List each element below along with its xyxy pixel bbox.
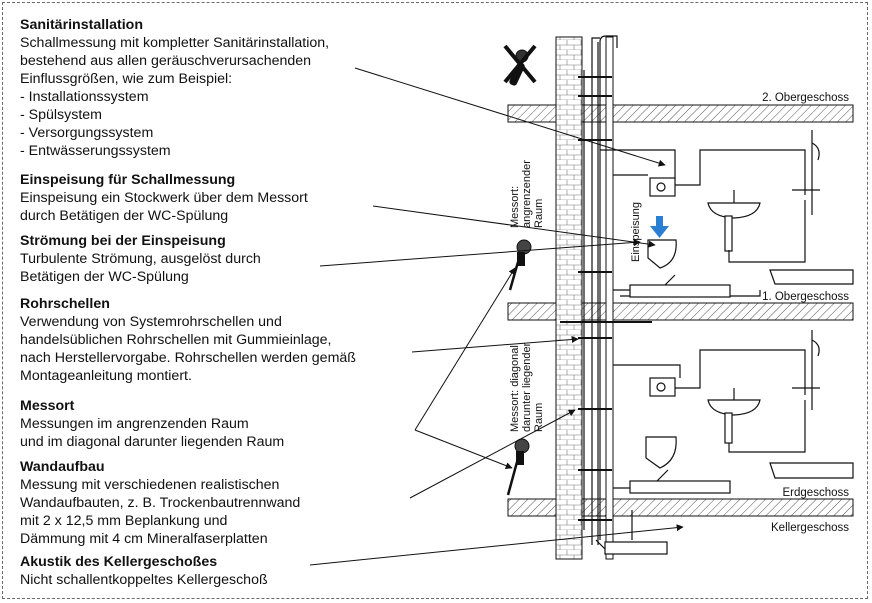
- section-heading: Sanitärinstallation: [20, 17, 143, 33]
- section-heading: Akustik des Kellergeschoßes: [20, 554, 218, 570]
- vertical-label-line: Messort: diagonal: [509, 345, 521, 432]
- section-line: Turbulente Strömung, ausgelöst durch: [20, 251, 261, 267]
- section-line: nach Herstellervorgabe. Rohrschellen wer…: [20, 350, 356, 366]
- section-line: Messung mit verschiedenen realistischen: [20, 477, 280, 493]
- microphone-crossed-icon: [503, 44, 537, 86]
- section-line: Einspeisung ein Stockwerk über dem Messo…: [20, 190, 308, 206]
- section-line: und im diagonal darunter liegenden Raum: [20, 434, 285, 450]
- drywall-panel: [605, 36, 614, 560]
- section-line: mit 2 x 12,5 mm Beplankung und: [20, 513, 228, 529]
- label-messort-angrenzend: Messort: angrenzender Raum: [509, 160, 545, 228]
- section-line: Montageanleitung montiert.: [20, 368, 192, 384]
- floor-label-og2: 2. Obergeschoss: [762, 92, 849, 104]
- blue-down-arrow-icon: [650, 216, 669, 238]
- lower-fixtures: [613, 330, 854, 494]
- section-akustik: Akustik des Kellergeschoßes Nicht schall…: [20, 553, 268, 589]
- section-wandaufbau: Wandaufbau Messung mit verschiedenen rea…: [20, 458, 300, 548]
- section-heading: Strömung bei der Einspeisung: [20, 233, 226, 249]
- floor-label-kg: Kellergeschoss: [771, 522, 849, 534]
- vertical-label-line: angrenzender: [521, 160, 533, 228]
- section-line: Dämmung mit 4 cm Mineralfaserplatten: [20, 531, 268, 547]
- floor-label-eg: Erdgeschoss: [783, 487, 850, 499]
- section-stroemung: Strömung bei der Einspeisung Turbulente …: [20, 232, 261, 286]
- section-sanitaerinstallation: Sanitärinstallation Schallmessung mit ko…: [20, 16, 329, 160]
- floor-label-og1: 1. Obergeschoss: [762, 291, 849, 303]
- section-line: - Entwässerungssystem: [20, 143, 171, 159]
- section-line: durch Betätigen der WC-Spülung: [20, 208, 229, 224]
- vertical-label-line: Raum: [533, 403, 545, 432]
- section-line: - Versorgungssystem: [20, 125, 154, 141]
- section-line: Verwendung von Systemrohrschellen und: [20, 314, 282, 330]
- vertical-label-line: Raum: [533, 199, 545, 228]
- section-line: bestehend aus allen geräuschverursachend…: [20, 53, 312, 69]
- section-messort: Messort Messungen im angrenzenden Raum u…: [20, 397, 284, 451]
- section-line: Schallmessung mit kompletter Sanitärinst…: [20, 35, 330, 51]
- label-einspeisung: Einspeisung: [630, 202, 642, 262]
- section-line: Einflussgrößen, wie zum Beispiel:: [20, 71, 233, 87]
- floor-slab-og2: [507, 104, 854, 123]
- vertical-label-line: Messort:: [509, 186, 521, 228]
- microphone-icon-lower: [506, 438, 530, 496]
- floor-slab-eg: [507, 498, 854, 517]
- vertical-label-line: Einspeisung: [630, 202, 642, 262]
- section-line: Betätigen der WC-Spülung: [20, 269, 189, 285]
- section-heading: Messort: [20, 398, 75, 414]
- section-einspeisung: Einspeisung für Schallmessung Einspeisun…: [20, 171, 308, 225]
- pipe-clamps: [578, 76, 612, 521]
- microphone-icon: [508, 239, 532, 291]
- section-heading: Wandaufbau: [20, 459, 105, 475]
- section-line: Nicht schallentkoppeltes Kellergeschoß: [20, 572, 268, 588]
- vertical-label-line: darunter liegender: [521, 342, 533, 432]
- section-heading: Rohrschellen: [20, 296, 110, 312]
- vertical-pipes: [583, 35, 618, 545]
- section-rohrschellen: Rohrschellen Verwendung von Systemrohrsc…: [20, 295, 356, 385]
- section-heading: Einspeisung für Schallmessung: [20, 172, 236, 188]
- floor-slab-og1: [507, 302, 854, 321]
- section-line: - Installationssystem: [20, 89, 149, 105]
- label-messort-diagonal: Messort: diagonal darunter liegender Rau…: [509, 342, 545, 432]
- section-line: Messungen im angrenzenden Raum: [20, 416, 249, 432]
- section-line: handelsüblichen Rohrschellen mit Gummiei…: [20, 332, 332, 348]
- leader-lines: [309, 67, 684, 566]
- section-line: Wandaufbauten, z. B. Trockenbautrennwand: [20, 495, 301, 511]
- masonry-wall: [555, 36, 583, 560]
- section-line: - Spülsystem: [20, 107, 102, 123]
- basement-pipes: [595, 510, 668, 555]
